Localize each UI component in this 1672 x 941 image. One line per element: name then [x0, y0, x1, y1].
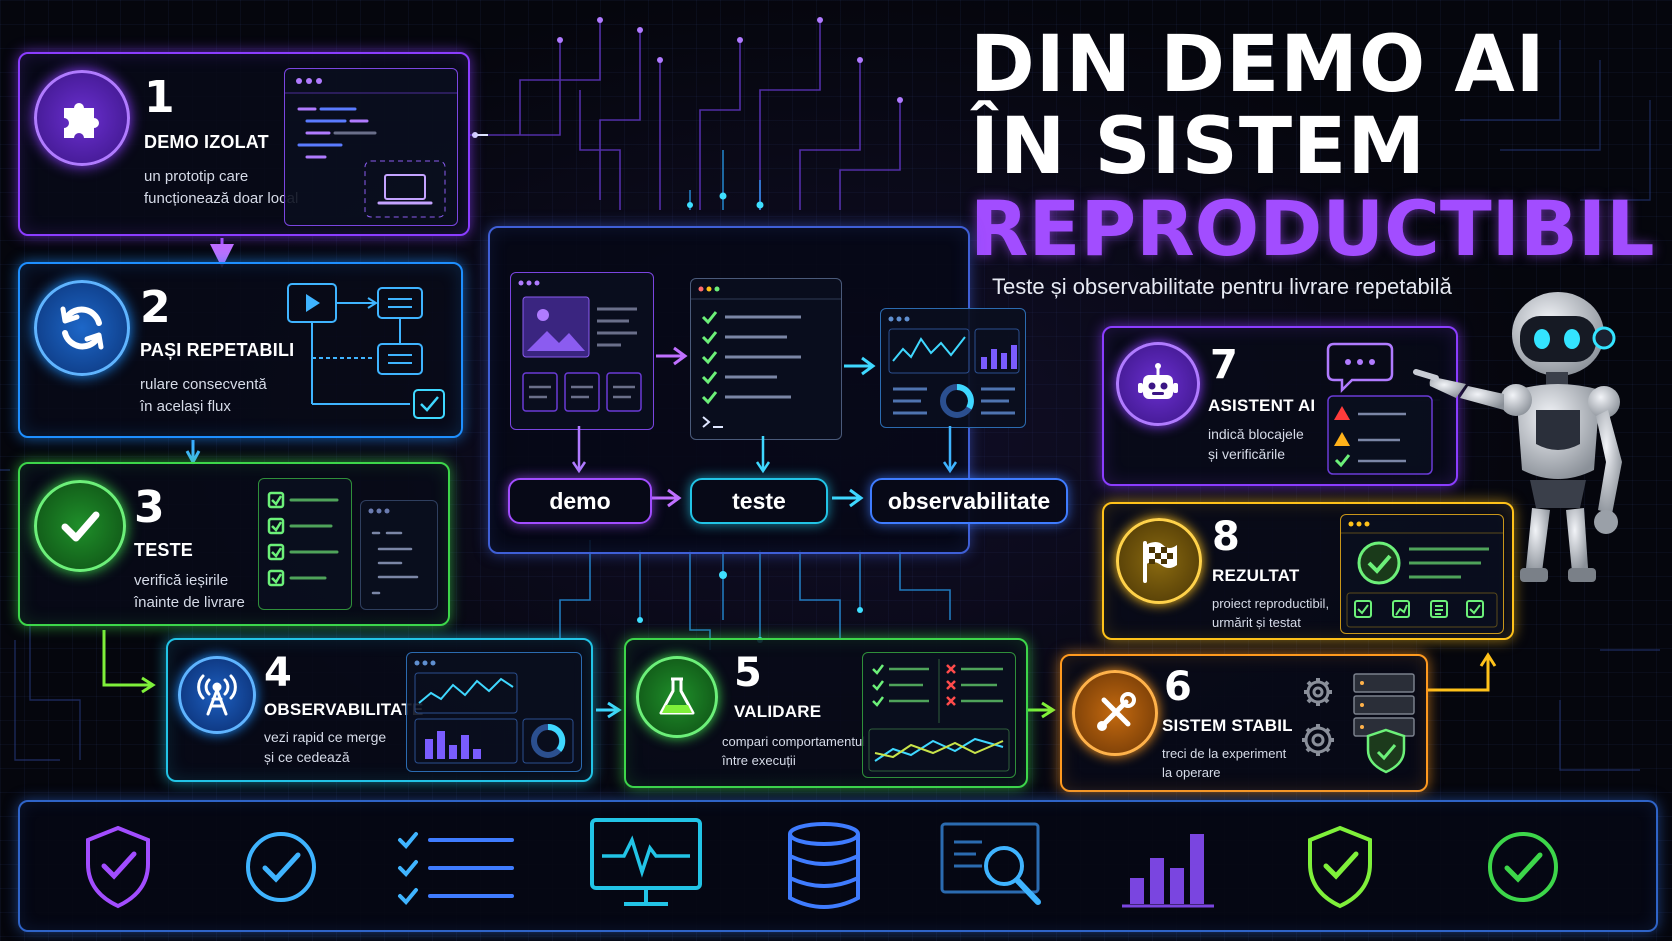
checklist-icon [398, 832, 514, 905]
step-desc-line-1: treci de la experiment [1162, 746, 1287, 761]
step-number: 4 [264, 650, 292, 696]
step-desc-line-2: în același flux [140, 398, 231, 415]
title-line-2: ÎN SISTEM [970, 102, 1426, 192]
step-title: REZULTAT [1212, 566, 1300, 585]
checklist-illustration [258, 478, 352, 610]
step-title: VALIDARE [734, 702, 822, 721]
step-title: PAȘI REPETABILI [140, 340, 295, 360]
step-desc-line-2: la operare [1162, 765, 1221, 780]
step-title: TESTE [134, 540, 194, 560]
step-desc-line-1: compari comportamentul [722, 734, 866, 749]
title-block: DIN DEMO AI ÎN SISTEM REPRODUCTIBIL Test… [970, 20, 1655, 320]
pipeline-stage-demo: demo [508, 478, 652, 524]
tests-window-illustration [690, 278, 842, 440]
dashboard-illustration [406, 652, 582, 772]
heartbeat-monitor-icon [590, 818, 702, 906]
step-desc-line-2: și verificările [1208, 446, 1286, 462]
step-title: OBSERVABILITATE [264, 700, 424, 719]
robot-icon [1116, 342, 1200, 426]
robot-illustration [1413, 292, 1622, 582]
result-dashboard-illustration [1340, 514, 1504, 634]
flow-diagram-illustration [287, 283, 445, 419]
metrics-window-illustration [880, 308, 1026, 428]
title-line-3: REPRODUCTIBIL [970, 184, 1655, 273]
step-card-4: 4 OBSERVABILITATE vezi rapid ce merge și… [166, 638, 593, 782]
code-window-illustration [284, 68, 458, 226]
step-card-1: 1 DEMO IZOLAT un prototip care funcțione… [18, 52, 470, 236]
step-desc-line-1: un prototip care [144, 168, 249, 185]
step-title: ASISTENT AI [1208, 396, 1316, 415]
step-desc-line-1: verifică ieșirile [134, 572, 229, 589]
flask-icon [636, 656, 718, 738]
antenna-icon [178, 656, 256, 734]
code-snippet-illustration [360, 500, 438, 610]
step-number: 3 [134, 482, 165, 533]
flag-icon [1116, 518, 1202, 604]
step-card-5: 5 VALIDARE compari comportamentul între … [624, 638, 1028, 788]
pipeline-stage-teste: teste [690, 478, 828, 524]
shield-check-icon [1308, 825, 1372, 909]
database-icon [788, 822, 860, 909]
pipeline-stage-observabilitate: observabilitate [870, 478, 1068, 524]
step-desc-line-1: indică blocajele [1208, 426, 1304, 442]
step-number: 1 [144, 72, 175, 123]
bar-chart-icon [1122, 834, 1214, 908]
step-desc-line-2: și ce cedează [264, 749, 350, 765]
step-number: 8 [1212, 514, 1240, 560]
circle-check-icon [1488, 832, 1558, 902]
step-desc-line-1: rulare consecventă [140, 376, 267, 393]
comparison-illustration [862, 652, 1016, 778]
alerts-illustration [1326, 342, 1433, 475]
step-number: 2 [140, 282, 171, 333]
step-desc-line-2: înainte de livrare [134, 594, 245, 611]
pipeline-arrows [571, 346, 958, 508]
step-desc-line-1: proiect reproductibil, [1212, 596, 1330, 611]
tools-icon [1072, 670, 1158, 756]
shield-check-icon [86, 825, 150, 909]
step-title: SISTEM STABIL [1162, 716, 1293, 735]
footer-icon-strip [18, 800, 1658, 932]
step-number: 5 [734, 650, 762, 696]
circle-check-icon [246, 832, 316, 902]
step-card-6: 6 SISTEM STABIL treci de la experiment l… [1060, 654, 1428, 792]
step-desc-line-2: între execuții [722, 753, 796, 768]
puzzle-icon [34, 70, 130, 166]
subtitle: Teste și observabilitate pentru livrare … [992, 274, 1452, 299]
server-gears-illustration [1302, 673, 1415, 774]
search-screen-icon [940, 822, 1041, 905]
step-number: 6 [1164, 664, 1192, 710]
step-card-8: 8 REZULTAT proiect reproductibil, urmări… [1102, 502, 1514, 640]
step-desc-line-1: vezi rapid ce merge [264, 729, 387, 745]
step-number: 7 [1210, 342, 1238, 388]
demo-window-illustration [510, 272, 654, 430]
step-title: DEMO IZOLAT [144, 132, 269, 152]
step-desc-line-2: funcționează doar local [144, 190, 299, 207]
step-card-3: 3 TESTE verifică ieșirile înainte de liv… [18, 462, 450, 626]
step-card-7: 7 ASISTENT AI indică blocajele și verifi… [1102, 326, 1458, 486]
check-icon [34, 480, 126, 572]
step-desc-line-2: urmărit și testat [1212, 615, 1301, 630]
sync-icon [34, 280, 130, 376]
step-card-2: 2 PAȘI REPETABILI rulare consecventă în … [18, 262, 463, 438]
title-line-1: DIN DEMO AI [970, 20, 1546, 110]
